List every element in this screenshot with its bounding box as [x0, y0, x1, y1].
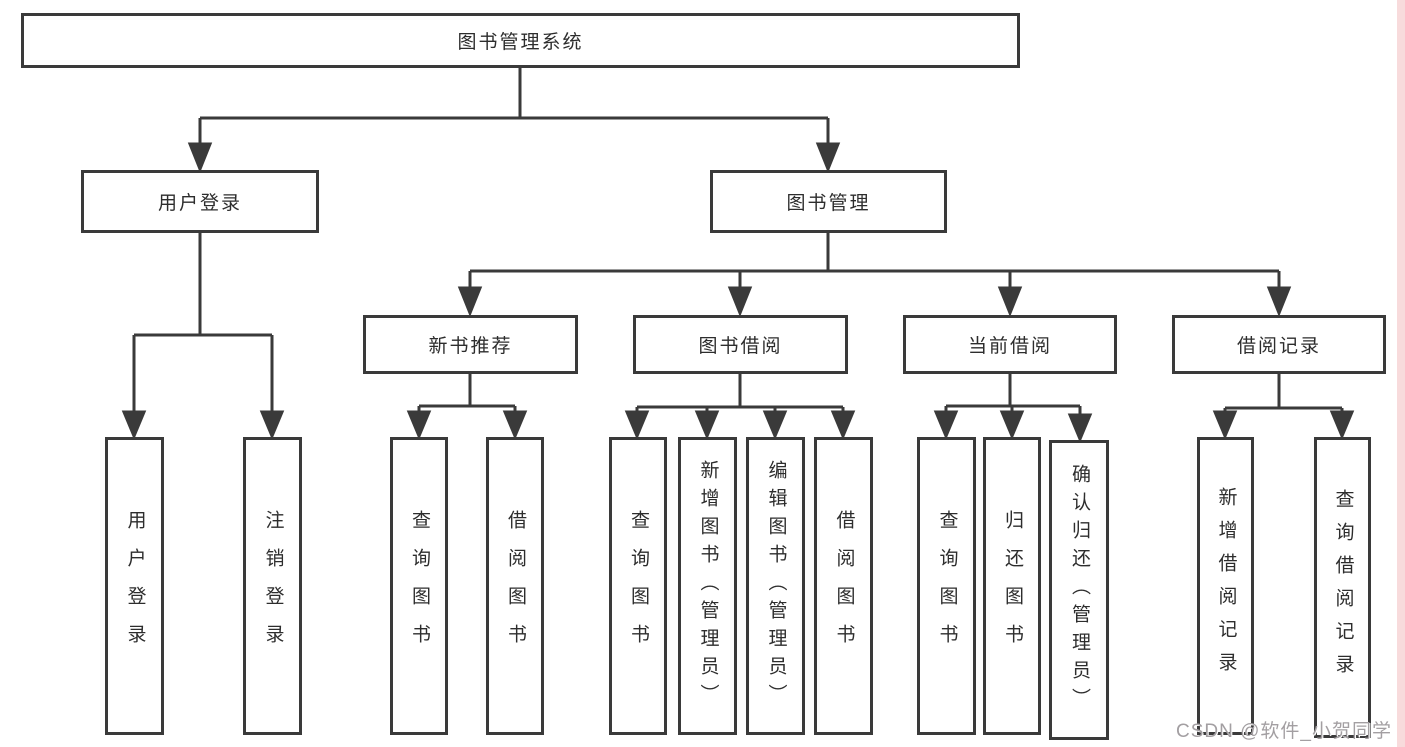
- leaf-confirm-return-admin-label: 确认归还（管理员）: [1068, 464, 1090, 716]
- node-new-book-recommend: 新书推荐: [363, 315, 578, 374]
- node-new-book-recommend-label: 新书推荐: [428, 336, 513, 357]
- leaf-query-books-recommend: 查询图书: [390, 437, 448, 735]
- node-borrow-records: 借阅记录: [1172, 315, 1386, 374]
- node-book-borrow-label: 图书借阅: [698, 336, 783, 357]
- node-current-borrow-label: 当前借阅: [967, 336, 1052, 357]
- leaf-add-books-admin-label: 新增图书（管理员）: [697, 460, 719, 712]
- node-current-borrow: 当前借阅: [903, 315, 1117, 374]
- leaf-query-books-borrow: 查询图书: [609, 437, 667, 735]
- connector-borrow-records: [1212, 374, 1355, 440]
- leaf-borrow-books-recommend-label: 借阅图书: [504, 510, 526, 662]
- node-borrow-records-label: 借阅记录: [1236, 336, 1321, 357]
- leaf-user-login: 用户登录: [105, 437, 164, 735]
- node-book-management: 图书管理: [710, 170, 947, 233]
- csdn-watermark: CSDN @软件_小贺同学: [1176, 721, 1392, 742]
- leaf-add-borrow-record-label: 新增借阅记录: [1215, 487, 1237, 685]
- leaf-add-borrow-record: 新增借阅记录: [1197, 437, 1254, 735]
- right-edge-strip: [1397, 0, 1405, 747]
- connector-book-borrow: [624, 374, 856, 440]
- leaf-logout-label: 注销登录: [262, 510, 284, 662]
- connector-current-borrow: [933, 374, 1093, 443]
- node-root-label: 图书管理系统: [457, 32, 584, 53]
- leaf-borrow-books: 借阅图书: [814, 437, 873, 735]
- connector-root: [187, 68, 841, 174]
- node-user-login: 用户登录: [81, 170, 319, 233]
- leaf-query-books-current: 查询图书: [917, 437, 976, 735]
- connector-user-login: [121, 233, 285, 440]
- leaf-query-borrow-record: 查询借阅记录: [1314, 437, 1371, 738]
- leaf-query-books-borrow-label: 查询图书: [627, 510, 649, 662]
- node-book-management-label: 图书管理: [786, 193, 871, 214]
- leaf-borrow-books-recommend: 借阅图书: [486, 437, 544, 735]
- node-book-borrow: 图书借阅: [633, 315, 848, 374]
- leaf-user-login-label: 用户登录: [124, 510, 146, 662]
- leaf-edit-books-admin-label: 编辑图书（管理员）: [765, 460, 787, 712]
- leaf-return-books-label: 归还图书: [1001, 510, 1023, 662]
- leaf-logout: 注销登录: [243, 437, 302, 735]
- leaf-query-borrow-record-label: 查询借阅记录: [1332, 488, 1354, 687]
- leaf-add-books-admin: 新增图书（管理员）: [678, 437, 737, 735]
- leaf-borrow-books-label: 借阅图书: [833, 510, 855, 662]
- leaf-query-books-recommend-label: 查询图书: [408, 510, 430, 662]
- connector-new-book-recommend: [406, 374, 528, 440]
- connector-book-management: [457, 233, 1292, 318]
- leaf-return-books: 归还图书: [983, 437, 1041, 735]
- node-root: 图书管理系统: [21, 13, 1020, 68]
- leaf-edit-books-admin: 编辑图书（管理员）: [746, 437, 805, 735]
- leaf-query-books-current-label: 查询图书: [936, 510, 958, 662]
- node-user-login-label: 用户登录: [157, 193, 242, 214]
- leaf-confirm-return-admin: 确认归还（管理员）: [1049, 440, 1109, 740]
